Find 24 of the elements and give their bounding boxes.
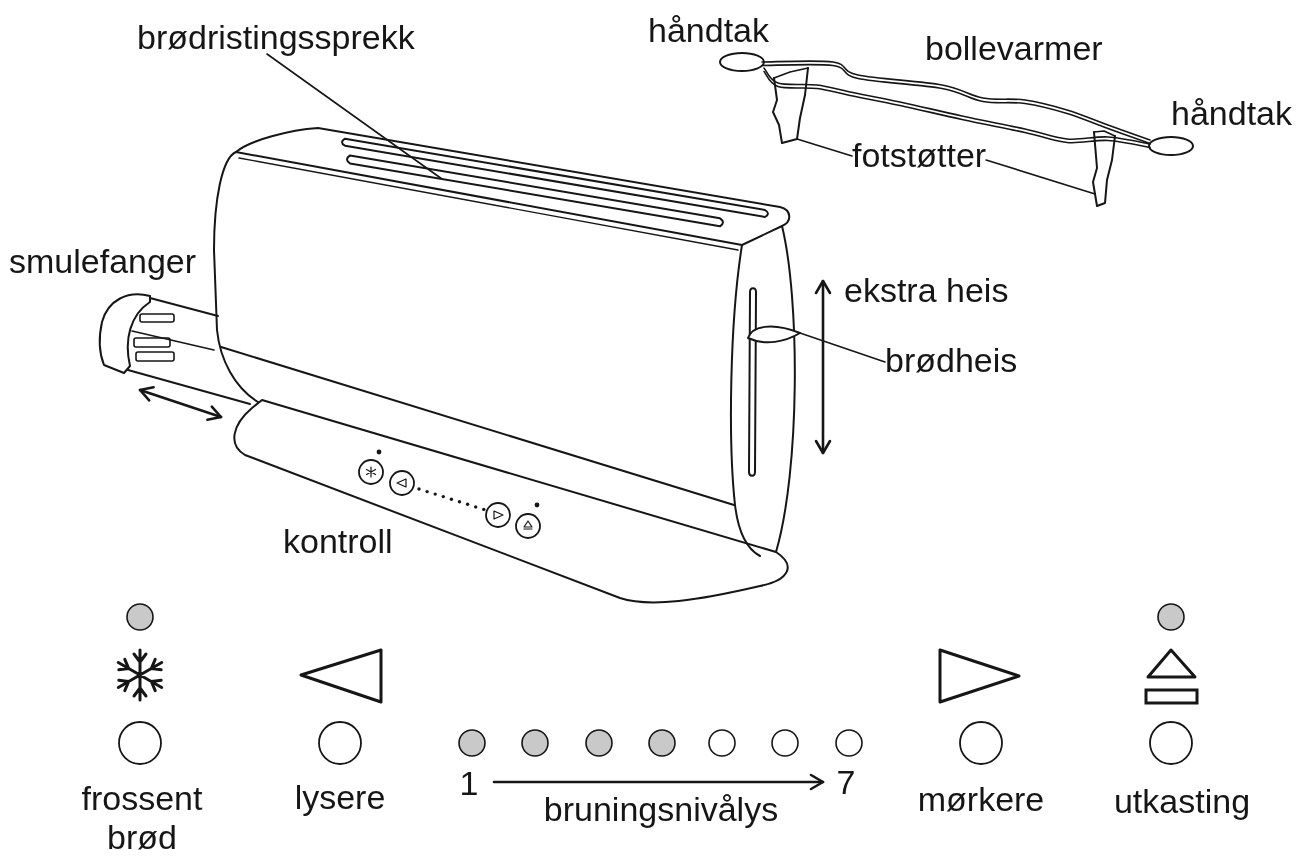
rack-foot bbox=[1092, 131, 1116, 207]
part-label: brødheis bbox=[885, 343, 1018, 377]
bread-lift-lever bbox=[747, 325, 801, 344]
button-label: frossent brød bbox=[81, 779, 203, 857]
button-label: utkasting bbox=[1113, 784, 1251, 818]
part-label: ekstra heis bbox=[844, 273, 1009, 307]
button-label: mørkere bbox=[917, 782, 1045, 816]
button-label: lysere bbox=[294, 780, 386, 814]
leader-line bbox=[985, 159, 1096, 195]
scale-number: 7 bbox=[836, 765, 856, 799]
part-label: bollevarmer bbox=[925, 31, 1103, 65]
part-label: håndtak bbox=[648, 13, 769, 47]
part-label: fotstøtter bbox=[852, 138, 987, 172]
part-label: kontroll bbox=[283, 524, 393, 558]
part-label: brødristingssprekk bbox=[137, 20, 415, 54]
part-label: håndtak bbox=[1171, 96, 1292, 130]
scale-label: bruningsnivålys bbox=[543, 792, 779, 826]
leader-line bbox=[266, 53, 443, 180]
part-label: smulefanger bbox=[9, 244, 197, 278]
scale-number: 1 bbox=[459, 766, 479, 800]
bread-slot bbox=[346, 154, 724, 228]
leader-line bbox=[796, 138, 853, 157]
leader-line bbox=[799, 332, 886, 363]
rack-foot bbox=[772, 67, 809, 144]
